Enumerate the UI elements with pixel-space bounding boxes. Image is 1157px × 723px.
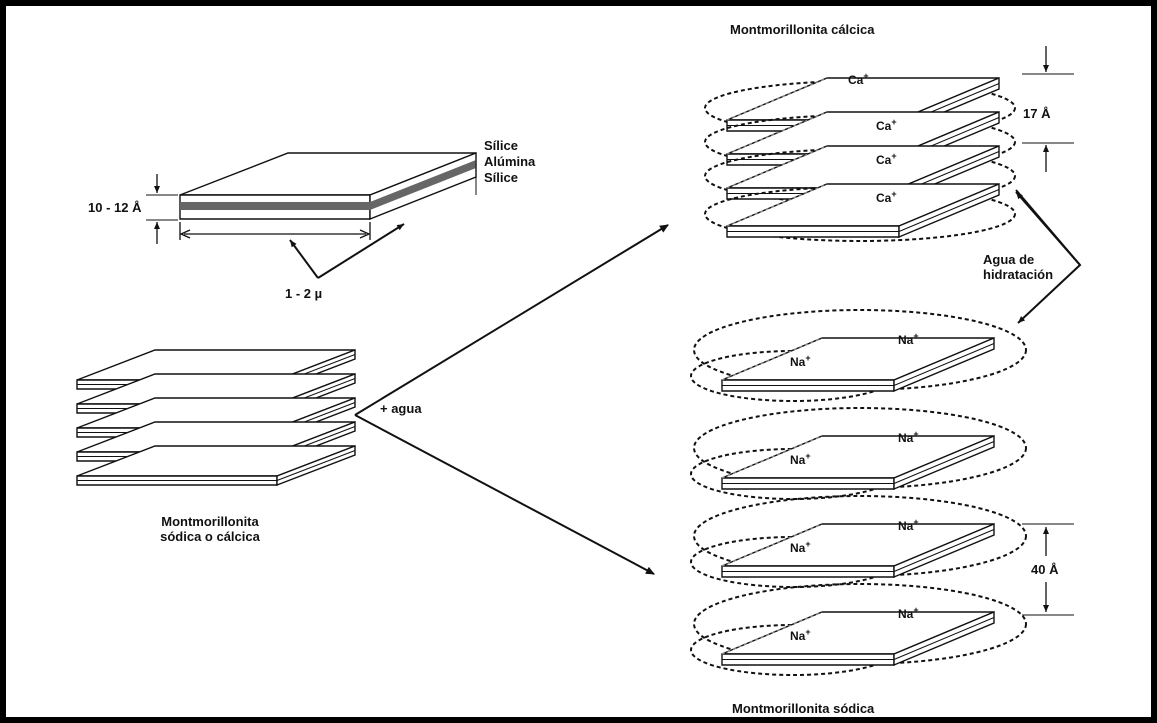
sodic-layer [722,436,994,489]
sodic-layer [722,338,994,391]
hydration-arrows [355,225,668,574]
sodic-spacing-label: 40 Å [1031,562,1059,577]
thickness-dimension [146,174,178,244]
hydration-label-line2: hidratación [983,267,1053,282]
width-label: 1 - 2 µ [285,286,322,301]
unit-layer [180,153,476,219]
source-label-line2: sódica o cálcica [160,529,260,544]
sodic-layer [722,524,994,577]
silice-bottom-label: Sílice [484,170,518,185]
sodic-title: Montmorillonita sódica [732,701,875,716]
calcic-spacing-label: 17 Å [1023,106,1051,121]
thickness-label: 10 - 12 Å [88,200,142,215]
sodic-layer [722,612,994,665]
alumina-label: Alúmina [484,154,536,169]
silice-top-label: Sílice [484,138,518,153]
calcic-title: Montmorillonita cálcica [730,22,875,37]
calcic-stack: Ca+Ca+Ca+Ca+ [705,71,1015,241]
width-dimension [180,222,404,278]
source-label-line1: Montmorillonita [161,514,259,529]
alumina-band-front [180,202,370,210]
water-label: + agua [380,401,422,416]
hydration-label-line1: Agua de [983,252,1034,267]
source-stack [77,350,355,485]
sodic-stack: Na+Na+Na+Na+Na+Na+Na+Na+ [691,310,1026,675]
